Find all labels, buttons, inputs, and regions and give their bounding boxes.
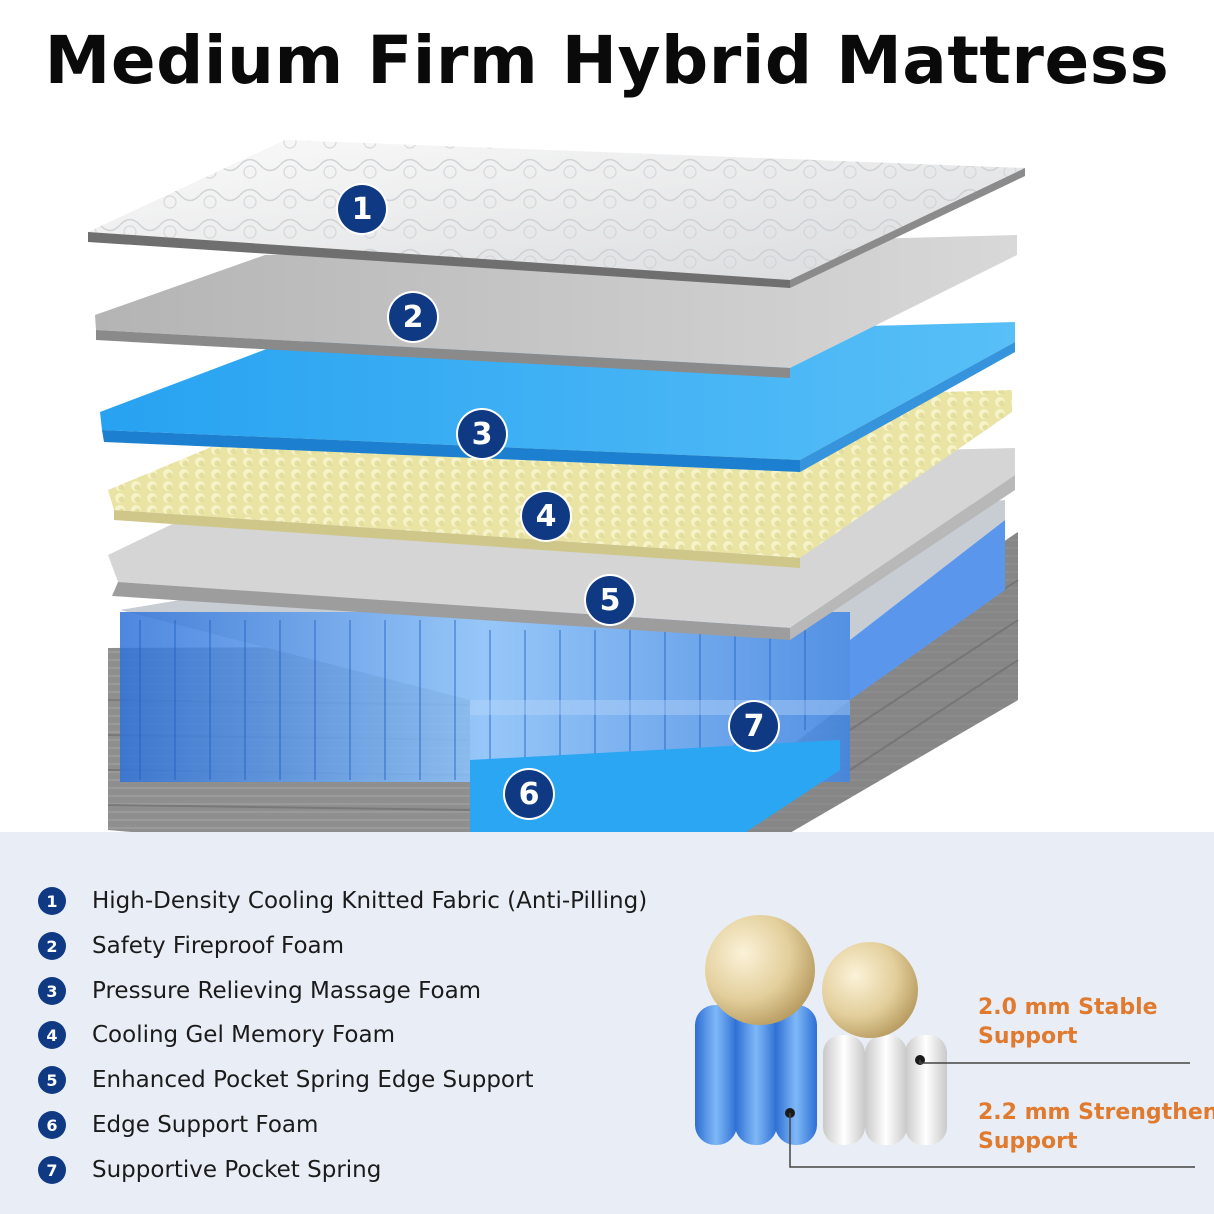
legend-number-6: 6 [38,1111,66,1139]
legend-label-5: Enhanced Pocket Spring Edge Support [92,1067,534,1093]
stable-support-line2: Support [978,1024,1078,1049]
page-title: Medium Firm Hybrid Mattress [44,22,1170,99]
blue-spring [695,1005,737,1145]
blue-spring [735,1003,777,1145]
small-ball [822,942,918,1038]
legend-number-3: 3 [38,977,66,1005]
layer-badge-1: 1 [338,185,386,233]
white-spring [865,1035,907,1145]
legend-label-2: Safety Fireproof Foam [92,933,345,959]
legend-item-3: 3 Pressure Relieving Massage Foam [38,976,481,1006]
legend-item-2: 2 Safety Fireproof Foam [38,931,344,961]
legend-panel [0,832,1214,1214]
legend-label-7: Supportive Pocket Spring [92,1157,382,1183]
legend-number-2: 2 [38,932,66,960]
legend-item-6: 6 Edge Support Foam [38,1110,318,1140]
legend-label-3: Pressure Relieving Massage Foam [92,978,482,1004]
legend-number-7: 7 [38,1156,66,1184]
stable-support-line1: 2.0 mm Stable [978,995,1158,1020]
layer-badge-2: 2 [389,293,437,341]
blue-spring [775,1005,817,1145]
legend-number-1: 1 [38,887,66,915]
spring-comparison-graphic [695,915,1195,1168]
layer-badge-5: 5 [586,576,634,624]
legend-item-5: 5 Enhanced Pocket Spring Edge Support [38,1065,533,1095]
legend-number-5: 5 [38,1066,66,1094]
layer-badge-3: 3 [458,410,506,458]
layer-badge-4: 4 [522,492,570,540]
edge-support-foam [470,740,840,836]
strengthen-support-line1: 2.2 mm Strengthen [978,1100,1214,1125]
legend-item-7: 7 Supportive Pocket Spring [38,1155,381,1185]
mattress-layers-diagram [88,140,1025,840]
legend-label-4: Cooling Gel Memory Foam [92,1022,395,1048]
legend-label-6: Edge Support Foam [92,1112,319,1138]
layer-badge-7: 7 [730,702,778,750]
white-spring [823,1035,865,1145]
strengthen-support-label: 2.2 mm Strengthen Support [978,1098,1214,1156]
legend-number-4: 4 [38,1021,66,1049]
layer-1-fabric [88,140,1025,288]
layer-badge-6: 6 [505,770,553,818]
large-ball [705,915,815,1025]
legend-item-1: 1 High-Density Cooling Knitted Fabric (A… [38,886,647,916]
white-spring [905,1035,947,1145]
legend-item-4: 4 Cooling Gel Memory Foam [38,1020,395,1050]
stable-support-label: 2.0 mm Stable Support [978,993,1158,1051]
strengthen-support-line2: Support [978,1129,1078,1154]
legend-label-1: High-Density Cooling Knitted Fabric (Ant… [92,888,648,914]
